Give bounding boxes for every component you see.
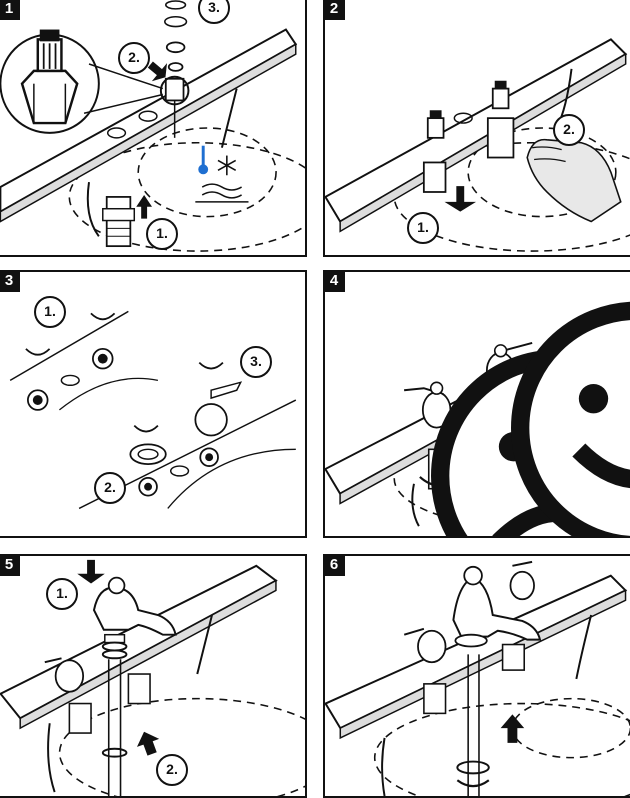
step-5-illustration [0, 559, 305, 796]
step-number: 3 [0, 272, 20, 292]
panel-step-1: 1 [0, 0, 307, 257]
step-number: 1 [0, 0, 20, 20]
happy-face-icon [511, 301, 630, 536]
cold-snowflake-icon [217, 155, 237, 176]
panel-step-3: 3 1. 2. 3. [0, 270, 307, 538]
step-number: 5 [0, 556, 20, 576]
step-6-illustration [325, 560, 630, 796]
callout-1: 1. [146, 218, 178, 250]
step-number: 2 [325, 0, 345, 20]
push-arrow-icon [500, 714, 525, 743]
step-number: 6 [325, 556, 345, 576]
push-arrow-icon [77, 559, 105, 584]
callout-2: 2. [156, 754, 188, 786]
panel-step-4: 4 [323, 270, 630, 538]
step-1-illustration [0, 0, 305, 252]
push-arrow-icon [136, 194, 153, 219]
callout-2: 2. [118, 42, 150, 74]
callout-1: 1. [407, 212, 439, 244]
panel-step-2: 2 1. 2. [323, 0, 630, 257]
rotate-arrow-icon [25, 312, 224, 433]
push-arrow-icon [136, 731, 160, 756]
rotate-arrow-icon [456, 779, 490, 788]
push-arrow-icon [147, 61, 168, 82]
callout-2: 2. [94, 472, 126, 504]
step-number: 4 [325, 272, 345, 292]
panel-step-6: 6 [323, 554, 630, 798]
push-arrow-icon [444, 186, 477, 212]
panel-step-5: 5 1. 2. [0, 554, 307, 798]
callout-1: 1. [46, 578, 78, 610]
hand-icon [526, 138, 622, 223]
callout-2: 2. [553, 114, 585, 146]
step-2-illustration [325, 38, 630, 252]
callout-3: 3. [240, 346, 272, 378]
callout-1: 1. [34, 296, 66, 328]
